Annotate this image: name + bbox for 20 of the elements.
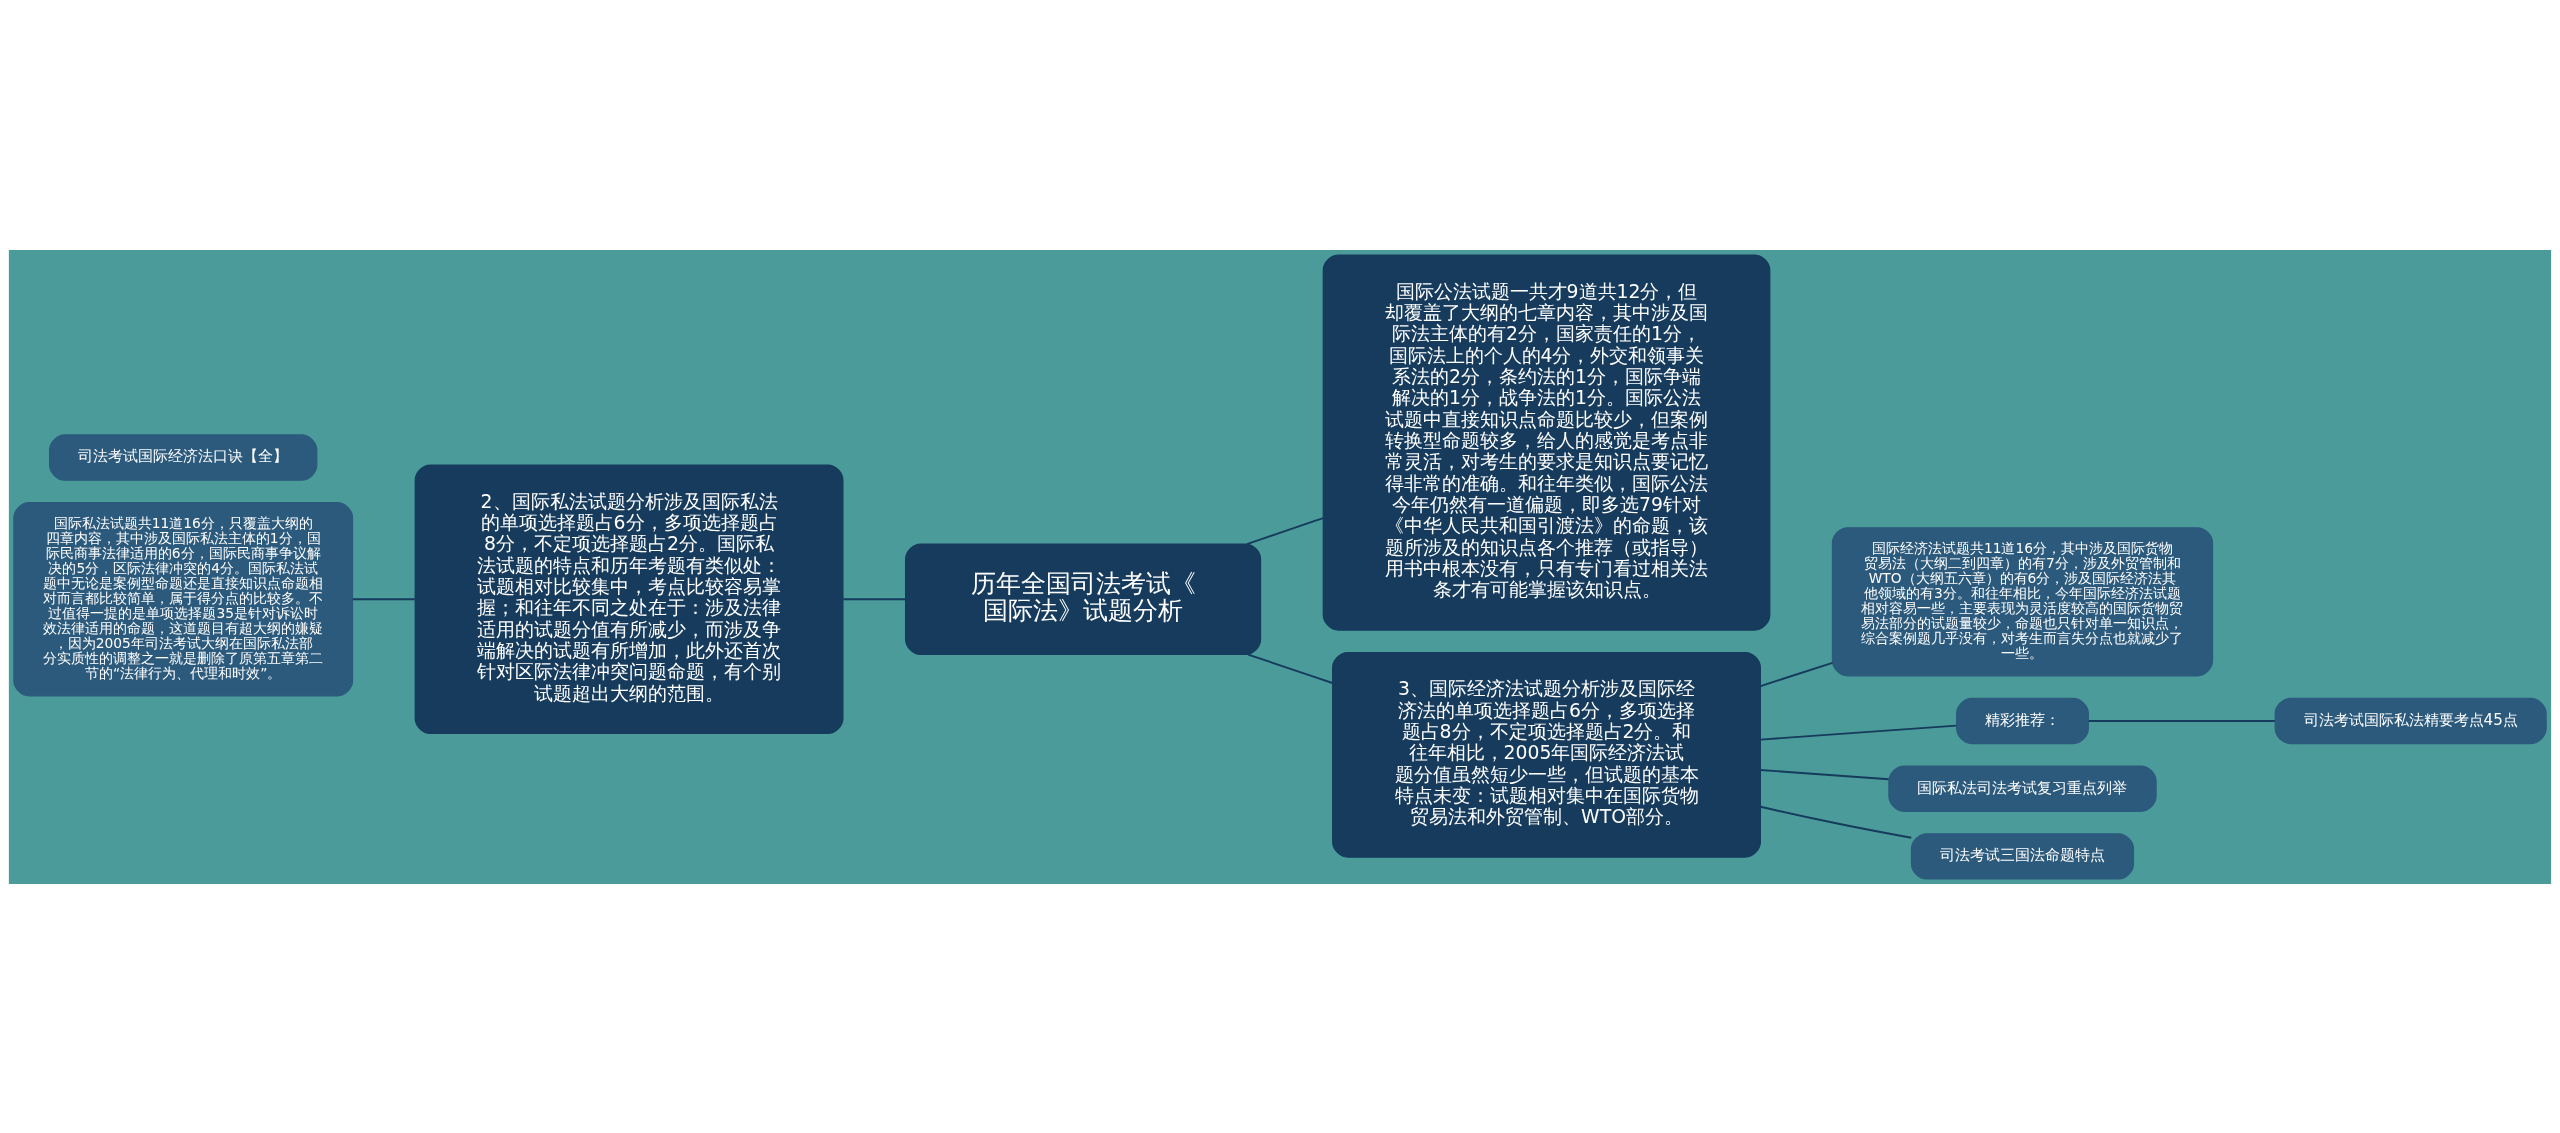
node-box: 国际私法试题共11道16分，只覆盖大纲的四章内容，其中涉及国际私法主体的1分，国际民商事法律适用的6分，国际民商事争议解决的5分，区际法律冲突的4分。国际私法试题中无论是案例型命题还是直接知识点命题相对而言都比较简单，属于得分点的比较多。不过值得一提的是单项选择题35是针对诉讼时效法律适用的命题，这道题目有超大纲的嫌疑，因为2005年司法考试大纲在国际私法部分实质性的调整之一就是删除了原第五章第二节的“法律行为、代理和时效”。 bbox=[13, 501, 354, 696]
connector bbox=[1759, 805, 1913, 839]
node-box: 精彩推荐： bbox=[1956, 697, 2089, 744]
connector bbox=[1759, 724, 1958, 741]
connector bbox=[842, 597, 907, 600]
connector bbox=[1759, 661, 1834, 687]
connector bbox=[351, 597, 416, 600]
connector bbox=[1245, 516, 1325, 545]
node-box: 历年全国司法考试《国际法》试题分析 bbox=[905, 543, 1262, 655]
node-box: 国际经济法试题共11道16分，其中涉及国际货物贸易法（大纲二到四章）的有7分，涉及外贸管制和WTO（大纲五六章）的有6分，涉及国际经济法其他领域的有3分。和往年相比，今年国际经济法试题相对容易一些，主要表现为灵活度较高的国际货物贸易法部分的试题量较少，命题也只针对单一知识点，综合案例题几乎没有，对考生而言失分点也就减少了一些。 bbox=[1831, 526, 2214, 676]
node-box: 司法考试国际私法精要考点45点 bbox=[2274, 697, 2547, 744]
node-box: 3、国际经济法试题分析涉及国际经济法的单项选择题占6分，多项选择题占8分，不定项选择题占2分。和往年相比，2005年国际经济法试题分值虽然短少一些，但试题的基本特点未变：试题相对集中在国际货物贸易法和外贸管制、WTO部分。 bbox=[1332, 651, 1761, 858]
node-box: 国际私法司法考试复习重点列举 bbox=[1888, 764, 2157, 812]
connector bbox=[1759, 768, 1890, 780]
node-box: 司法考试国际经济法口诀【全】 bbox=[49, 433, 318, 481]
connector bbox=[2087, 719, 2276, 722]
node-box: 国际公法试题一共才9道共12分，但却覆盖了大纲的七章内容，其中涉及国际法主体的有2分，国家责任的1分，国际法上的个人的4分，外交和领事关系法的2分，条约法的1分，国际争端解决的1分，战争法的1分。国际公法试题中直接知识点命题比较少，但案例转换型命题较多，给人的感觉是考点非常灵活，对考生的要求是知识点要记忆得非常的准确。和往年类似，国际公法今年仍然有一道偏题，即多选79针对《中华人民共和国引渡法》的命题，该题所涉及的知识点各个推荐（或指导）用书中根本没有，只有专门看过相关法条才有可能掌握该知识点。 bbox=[1322, 253, 1771, 631]
connector bbox=[1247, 653, 1334, 684]
node-box: 司法考试三国法命题特点 bbox=[1910, 832, 2135, 880]
node-box: 2、国际私法试题分析涉及国际私法的单项选择题占6分，多项选择题占8分，不定项选择题占2分。国际私法试题的特点和历年考题有类似处：试题相对比较集中，考点比较容易掌握；和往年不同之处在于：涉及法律适用的试题分值有所减少，而涉及争端解决的试题有所增加，此外还首次针对区际法律冲突问题命题，有个别试题超出大纲的范围。 bbox=[414, 463, 844, 734]
